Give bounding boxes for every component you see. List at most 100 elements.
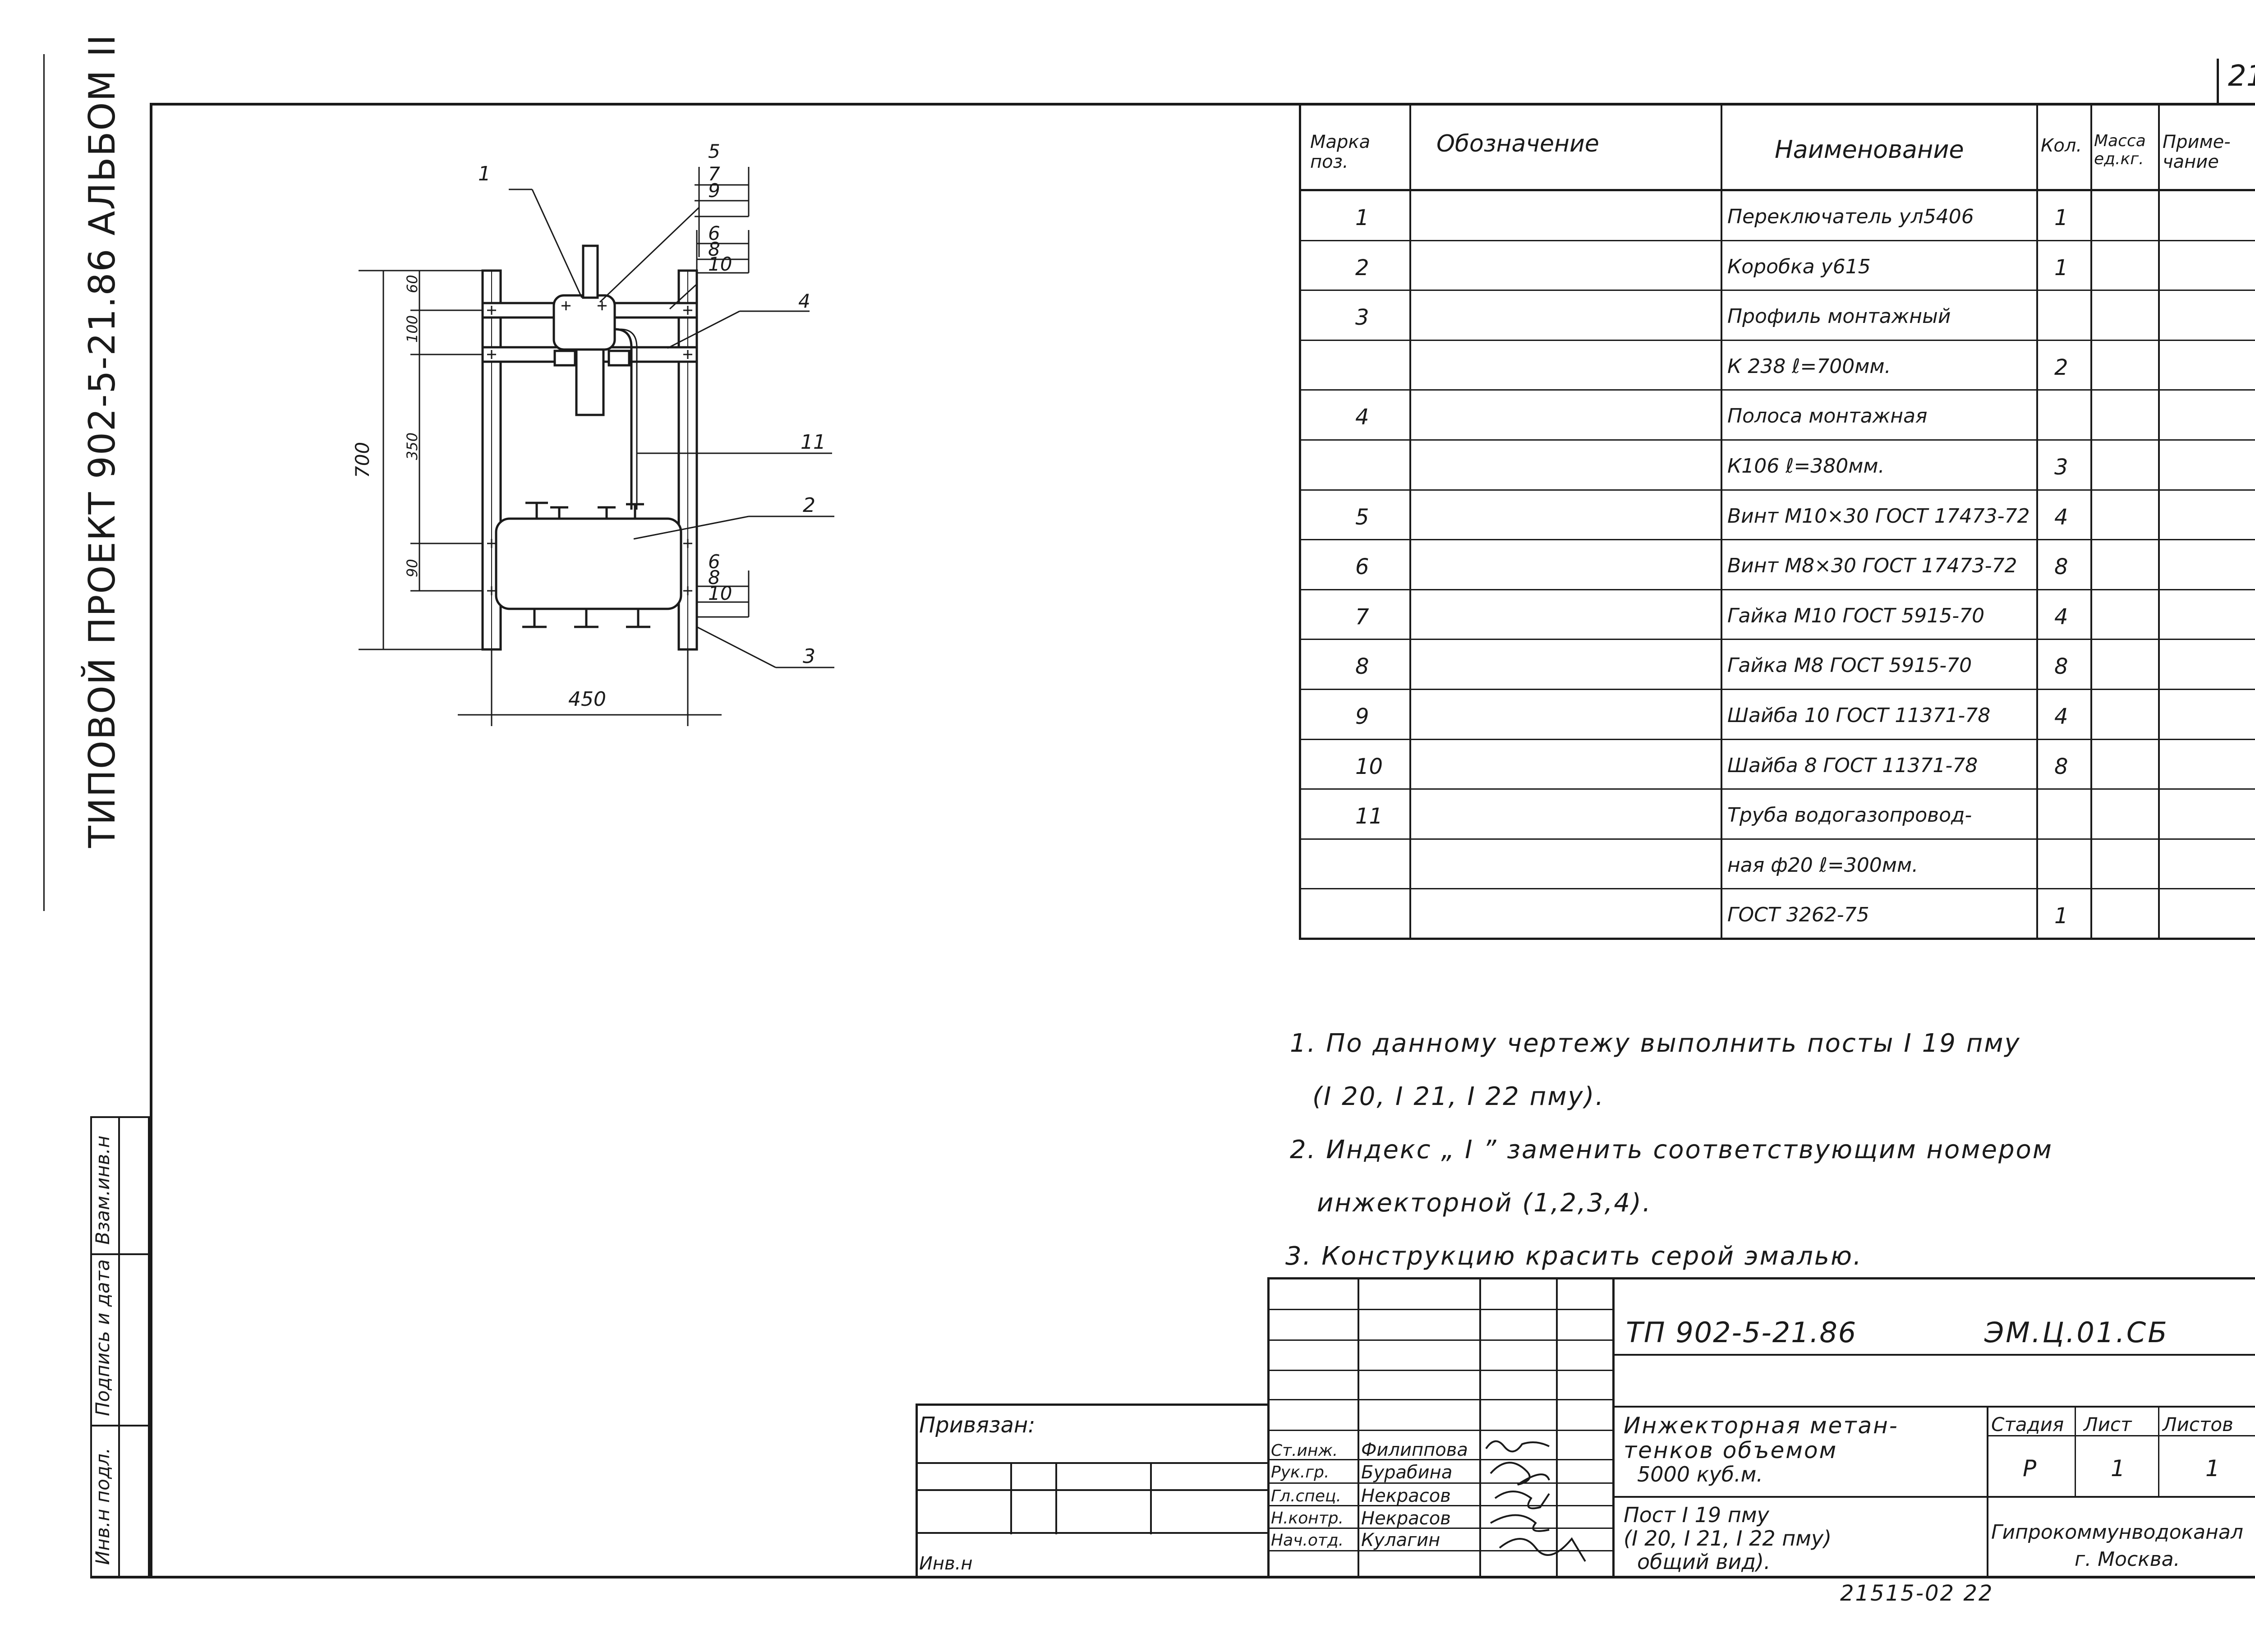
note-line-4: инжекторной (1,2,3,4).: [1317, 1188, 1652, 1218]
callout-10-top: 10: [708, 253, 732, 275]
switch-stem: [582, 244, 599, 299]
side-stamp-sep-2: [92, 1425, 150, 1427]
frame-left: [150, 103, 152, 1578]
row-separator: [1301, 489, 2255, 491]
side-stamp-strip: [90, 1116, 150, 1578]
switch-handle: [575, 348, 605, 416]
sheet-header: Лист: [2084, 1413, 2132, 1436]
project-title-3: 5000 куб.м.: [1637, 1462, 1763, 1486]
row-pos: 10: [1355, 754, 1383, 779]
row-separator: [1301, 738, 2255, 740]
dim-100: 100: [404, 315, 421, 343]
signatures: [1485, 1440, 1586, 1562]
row-pos: 2: [1355, 255, 1369, 281]
row-separator: [1301, 838, 2255, 840]
role-ruk-gr: Рук.гр.: [1271, 1463, 1330, 1482]
album-title: ТИПОВОЙ ПРОЕКТ 902-5-21.86 АЛЬБОМ II: [81, 33, 123, 848]
row-pos: 4: [1355, 405, 1369, 430]
name-filippova: Филиппова: [1361, 1440, 1468, 1460]
project-title-2: тенков объемом: [1624, 1437, 1838, 1463]
row-name: Переключатель ул5406: [1727, 205, 1974, 228]
name-kulagin: Кулагин: [1361, 1530, 1440, 1551]
role-st-inzh: Ст.инж.: [1271, 1441, 1338, 1460]
callout-4: 4: [798, 290, 810, 312]
row-pos: 3: [1355, 305, 1369, 331]
row-name: Профиль монтажный: [1727, 305, 1951, 328]
row-qty: 4: [2054, 604, 2068, 630]
row-pos: 1: [1355, 205, 1369, 230]
role-n-kontr: Н.контр.: [1271, 1509, 1344, 1528]
row-pos: 6: [1355, 554, 1369, 580]
row-separator: [1301, 439, 2255, 441]
row-qty: 1: [2054, 903, 2068, 929]
side-label-vzam-inv: Взам.инв.н: [92, 1135, 114, 1245]
row-qty: 8: [2054, 554, 2068, 580]
dim-60: 60: [404, 275, 421, 293]
dim-90: 90: [404, 559, 421, 577]
callout-11: 11: [801, 431, 826, 454]
sheet-value: 1: [2111, 1455, 2125, 1482]
header-qty: Кол.: [2041, 135, 2082, 156]
side-label-signature-date: Подпись и дата: [92, 1259, 114, 1416]
sheet-number: 21: [2228, 60, 2255, 93]
inv-label: Инв.н: [919, 1553, 973, 1574]
callout-6-bottom: 6: [708, 551, 720, 573]
row-separator: [1301, 389, 2255, 391]
frame-bottom: [90, 1576, 2255, 1578]
note-line-5: 3. Конструкцию красить серой эмалью.: [1285, 1242, 1863, 1271]
row-qty: 2: [2054, 354, 2068, 380]
project-title-1: Инжекторная метан-: [1624, 1413, 1899, 1439]
row-name: Шайба 8 ГОСТ 11371-78: [1727, 754, 1978, 777]
row-qty: 8: [2054, 754, 2068, 779]
row-separator: [1301, 888, 2255, 890]
note-line-2: (I 20, I 21, I 22 пму).: [1312, 1082, 1605, 1111]
callout-10-bottom: 10: [708, 582, 732, 604]
side-stamp-sep-1: [92, 1253, 150, 1255]
row-name: ная ф20 ℓ=300мм.: [1727, 853, 1919, 877]
sheets-header: Листов: [2163, 1413, 2233, 1436]
header-marka: Марка поз.: [1310, 132, 1371, 172]
header-note: Приме-чание: [2163, 132, 2231, 172]
header-name: Наименование: [1775, 135, 1964, 164]
row-name: Гайка М8 ГОСТ 5915-70: [1727, 654, 1972, 677]
row-name: Винт М8×30 ГОСТ 17473-72: [1727, 554, 2017, 578]
row-name: Шайба 10 ГОСТ 11371-78: [1727, 704, 1991, 727]
header-designation: Обозначение: [1436, 130, 1599, 157]
callout-5: 5: [708, 140, 720, 162]
name-burabina: Бурабина: [1361, 1462, 1453, 1483]
organization-city: г. Москва.: [2075, 1548, 2180, 1571]
row-separator: [1301, 639, 2255, 640]
frame-top: [151, 103, 2255, 106]
left-margin-line: [43, 54, 45, 911]
callout-2: 2: [803, 494, 815, 517]
row-name: К 238 ℓ=700мм.: [1727, 354, 1891, 378]
callout-8-top: 8: [708, 238, 720, 260]
name-nekrasov-1: Некрасов: [1361, 1486, 1451, 1506]
stage-value: Р: [2023, 1455, 2037, 1482]
archive-number: 21515-02 22: [1840, 1581, 1994, 1606]
dim-450: 450: [568, 688, 606, 711]
row-separator: [1301, 539, 2255, 541]
sheets-value: 1: [2205, 1455, 2220, 1482]
row-qty: 4: [2054, 504, 2068, 530]
switch-body: [552, 294, 616, 351]
drawing-title-3: общий вид).: [1637, 1550, 1771, 1574]
sheet-code: ЭМ.Ц.01.СБ: [1984, 1316, 2169, 1349]
callout-8-bottom: 8: [708, 566, 720, 589]
sheet-number-frame-v: [2217, 59, 2219, 104]
row-name: Гайка М10 ГОСТ 5915-70: [1727, 604, 1985, 627]
callout-6-top: 6: [708, 222, 720, 244]
doc-code: ТП 902-5-21.86: [1626, 1316, 1857, 1349]
row-qty: 3: [2054, 455, 2068, 480]
row-pos: 8: [1355, 654, 1369, 680]
dim-350: 350: [404, 433, 421, 460]
row-name: ГОСТ 3262-75: [1727, 903, 1869, 927]
notes: 1. По данному чертежу выполнить посты I …: [1285, 1017, 2053, 1283]
dim-700: 700: [351, 442, 373, 478]
callout-1: 1: [478, 162, 491, 185]
row-name: Винт М10×30 ГОСТ 17473-72: [1727, 504, 2030, 528]
row-pos: 5: [1355, 504, 1369, 530]
row-pos: 9: [1355, 704, 1369, 729]
row-name: Полоса монтажная: [1727, 405, 1928, 428]
assembly-drawing: 1 5 7 9 6 8 10 4 11 2 6 8 10 3 700 60 10…: [351, 140, 834, 726]
